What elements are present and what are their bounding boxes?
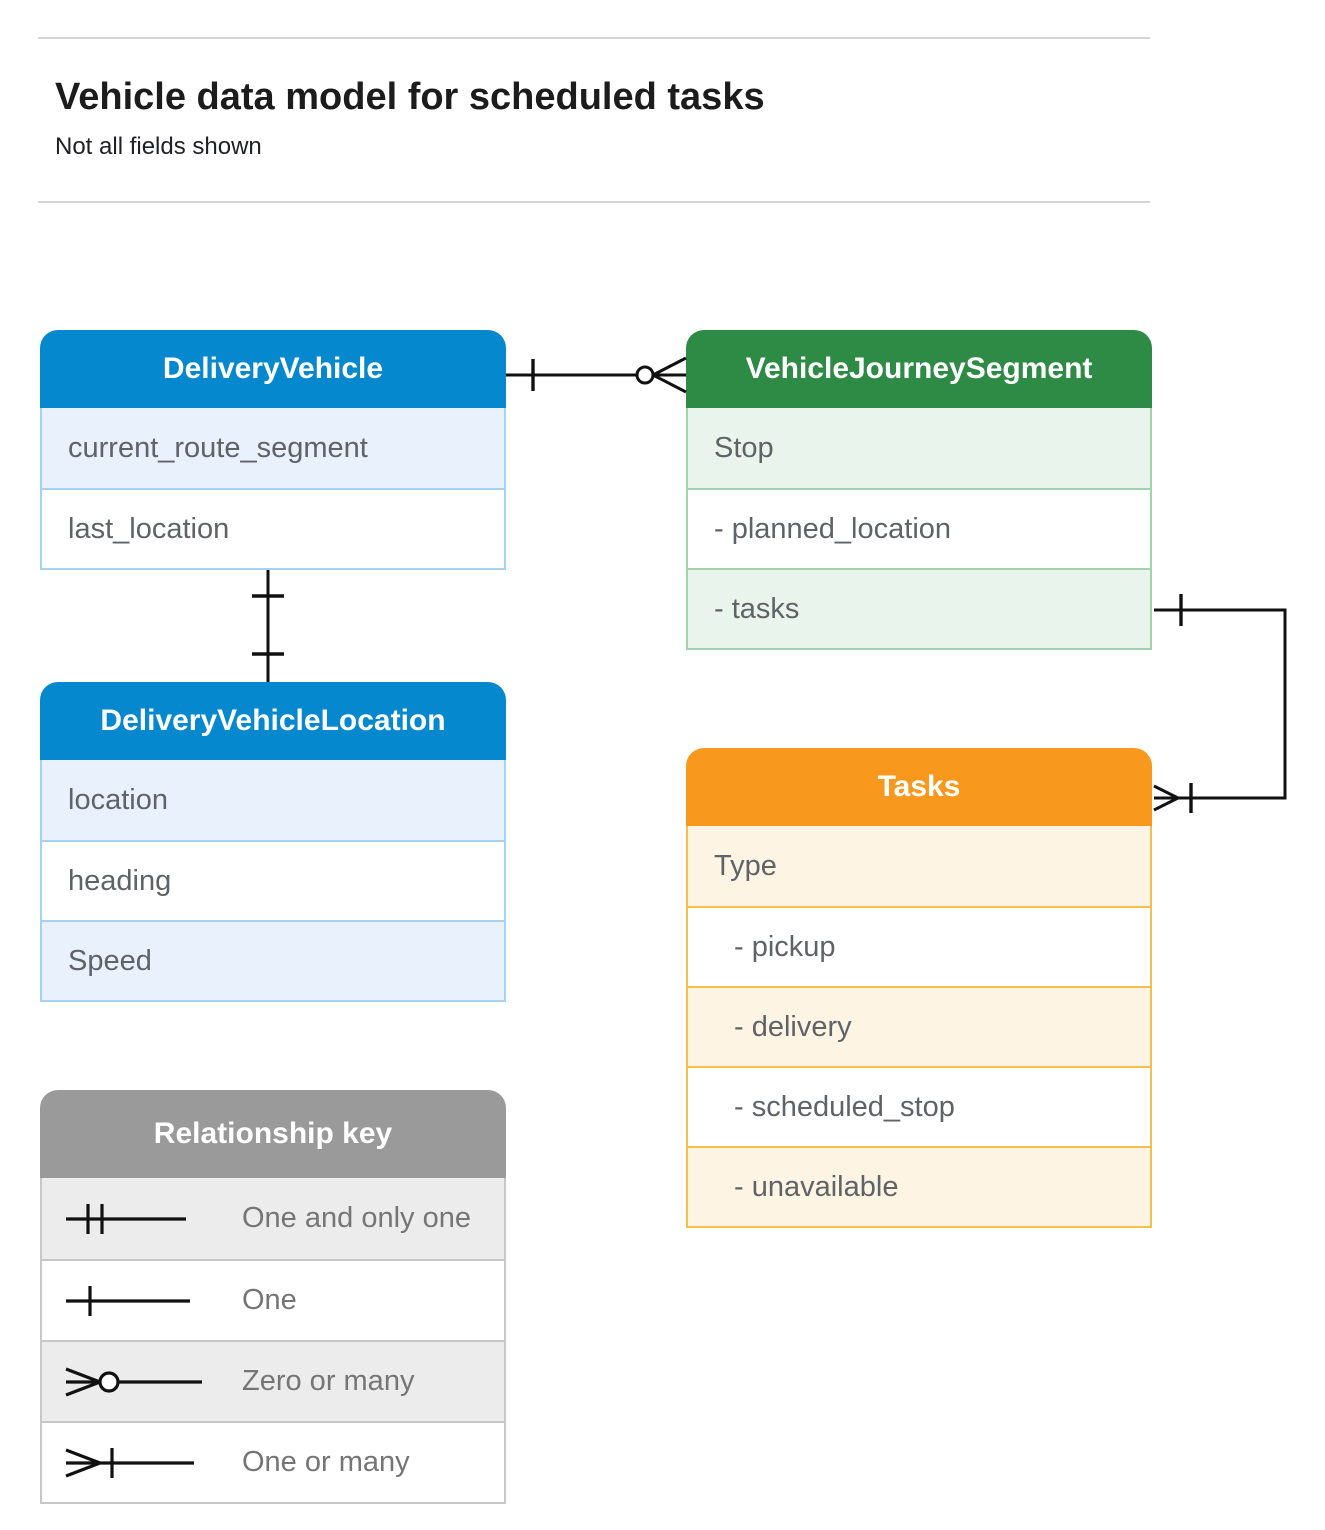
field-row: - tasks [688, 568, 1150, 648]
legend-label: One [242, 1284, 297, 1316]
entity-vehicle-journey-segment-fields: Stop - planned_location - tasks [686, 408, 1152, 650]
entity-tasks: Tasks Type - pickup - delivery - schedul… [686, 748, 1152, 1228]
legend-row: One and only one [42, 1178, 504, 1259]
relationship-key-rows: One and only one One Zer [40, 1178, 506, 1504]
field-row: - planned_location [688, 488, 1150, 568]
relationship-key-title: Relationship key [40, 1090, 506, 1178]
field-row: heading [42, 840, 504, 920]
entity-delivery-vehicle-location-title: DeliveryVehicleLocation [40, 682, 506, 760]
top-divider [38, 37, 1150, 39]
entity-tasks-fields: Type - pickup - delivery - scheduled_sto… [686, 826, 1152, 1228]
entity-vehicle-journey-segment-title: VehicleJourneySegment [686, 330, 1152, 408]
legend-row: One [42, 1259, 504, 1340]
legend-label: Zero or many [242, 1365, 415, 1397]
field-row: - pickup [688, 906, 1150, 986]
legend-row: One or many [42, 1421, 504, 1502]
connector-deliveryvehicle-to-vehiclejourneysegment [506, 356, 687, 394]
connector-vehiclejourneysegment-to-tasks [1153, 594, 1287, 813]
field-row: last_location [42, 488, 504, 568]
legend-row: Zero or many [42, 1340, 504, 1421]
entity-delivery-vehicle: DeliveryVehicle current_route_segment la… [40, 330, 506, 570]
field-row: - unavailable [688, 1146, 1150, 1226]
legend-label: One and only one [242, 1202, 471, 1234]
zero-or-many-icon [65, 1367, 202, 1396]
entity-delivery-vehicle-fields: current_route_segment last_location [40, 408, 506, 570]
page-subtitle: Not all fields shown [55, 133, 262, 160]
one-or-many-icon [65, 1447, 194, 1478]
field-row: location [42, 760, 504, 840]
field-row: Stop [688, 408, 1150, 488]
entity-delivery-vehicle-location-fields: location heading Speed [40, 760, 506, 1002]
relationship-key: Relationship key One and only one One [40, 1090, 506, 1504]
one-icon [66, 1285, 190, 1316]
entity-tasks-title: Tasks [686, 748, 1152, 826]
field-row: Speed [42, 920, 504, 1000]
field-row: - scheduled_stop [688, 1066, 1150, 1146]
entity-delivery-vehicle-location: DeliveryVehicleLocation location heading… [40, 682, 506, 1002]
legend-label: One or many [242, 1446, 410, 1478]
one-and-only-one-icon [66, 1203, 186, 1234]
field-row: current_route_segment [42, 408, 504, 488]
field-row: Type [688, 826, 1150, 906]
entity-delivery-vehicle-title: DeliveryVehicle [40, 330, 506, 408]
header-bottom-divider [38, 201, 1150, 203]
connector-deliveryvehicle-to-deliveryvehiclelocation [252, 570, 284, 682]
page-title: Vehicle data model for scheduled tasks [55, 76, 765, 118]
field-row: - delivery [688, 986, 1150, 1066]
entity-vehicle-journey-segment: VehicleJourneySegment Stop - planned_loc… [686, 330, 1152, 650]
